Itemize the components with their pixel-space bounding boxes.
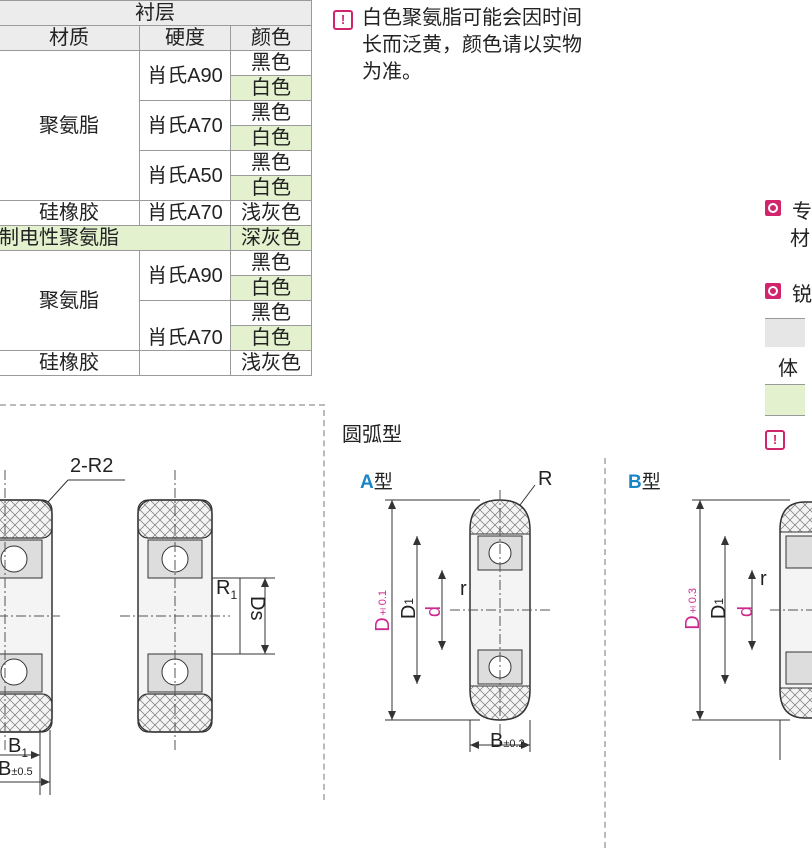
color-cell: 黑色 — [230, 250, 312, 276]
color-cell: 白色 — [230, 75, 312, 101]
dim-label-d1: D1 — [708, 598, 730, 620]
dim-label-r1: R1 — [216, 577, 238, 602]
color-cell: 黑色 — [230, 100, 312, 126]
dim-label-d: D±0.1 — [372, 590, 394, 632]
color-cell: 浅灰色 — [230, 200, 312, 226]
note-line: 为准。 — [362, 61, 422, 83]
dim-label-d: D±0.3 — [682, 588, 704, 630]
roller-section-right — [120, 470, 230, 750]
color-cell: 黑色 — [230, 150, 312, 176]
cut-text: 体 — [778, 358, 798, 380]
dim-label-r-small: r — [460, 578, 467, 600]
table-row: 制电性聚氨脂 深灰色 — [0, 225, 312, 251]
note-line: 白色聚氨脂可能会因时间 — [362, 7, 582, 29]
dim-label-d-small: d — [423, 606, 445, 618]
hardness-cell: 肖氏A90 — [139, 50, 231, 101]
color-cell: 浅灰色 — [230, 350, 312, 376]
color-cell: 黑色 — [230, 50, 312, 76]
hardness-cell — [139, 350, 231, 376]
type-a-roller-drawing — [385, 484, 550, 752]
table-group-header: 衬层 — [0, 0, 312, 26]
section-bullet-icon — [765, 283, 781, 299]
divider — [323, 410, 325, 800]
color-cell: 白色 — [230, 325, 312, 351]
table-row: 聚氨脂 肖氏A90 黑色 — [0, 250, 312, 351]
column-header-material: 材质 — [0, 25, 140, 51]
cut-table-row — [765, 384, 805, 416]
table-row: 白色 — [0, 125, 312, 151]
exclamation-icon: ! — [765, 430, 785, 450]
color-cell: 白色 — [230, 275, 312, 301]
dim-label-b: B±0.5 — [0, 758, 33, 780]
type-b-label: B型 — [628, 472, 661, 493]
material-cell: 硅橡胶 — [0, 350, 140, 376]
dim-label-b1: B1 — [8, 735, 29, 760]
hardness-cell: 肖氏A90 — [139, 250, 231, 301]
color-cell: 深灰色 — [230, 225, 312, 251]
material-cell: 制电性聚氨脂 — [0, 225, 231, 251]
hardness-cell: 肖氏A50 — [139, 150, 231, 201]
table-row: 硅橡胶 肖氏A70 浅灰色 — [0, 200, 312, 226]
column-header-color: 颜色 — [230, 25, 312, 51]
material-cell: 硅橡胶 — [0, 200, 140, 226]
hardness-cell: 肖氏A70 — [139, 200, 231, 226]
column-header-hardness: 硬度 — [139, 25, 231, 51]
dim-label-ds: Ds — [246, 596, 268, 621]
hardness-cell: 肖氏A70 — [139, 100, 231, 151]
hardness-cell: 肖氏A70 — [139, 300, 231, 351]
table-row: 硅橡胶 浅灰色 — [0, 350, 312, 376]
color-cell: 白色 — [230, 125, 312, 151]
cut-text: 锐 — [792, 284, 812, 306]
cut-text: 专 — [792, 201, 812, 223]
table-row: 肖氏A70 黑色 — [0, 100, 312, 151]
cut-text: 材 — [790, 228, 810, 250]
table-row: 白色 — [0, 175, 312, 201]
cut-table-header — [765, 318, 805, 347]
color-cell: 黑色 — [230, 300, 312, 326]
table-row: 聚氨脂 肖氏A90 黑色 — [0, 50, 312, 201]
roller-section-left — [0, 470, 60, 750]
table-row: 白色 — [0, 75, 312, 101]
dim-label-r-small: r — [760, 568, 767, 590]
table-row: 白色 — [0, 275, 312, 301]
lining-spec-table: 衬层 材质 硬度 颜色 聚氨脂 肖氏A90 黑色 白色 肖氏A70 黑色 白色 … — [0, 0, 312, 376]
type-a-label: A型 — [360, 472, 393, 493]
section-title: 圆弧型 — [342, 424, 402, 446]
table-row: 肖氏A70 黑色 — [0, 300, 312, 351]
flat-roller-drawing — [0, 470, 275, 795]
color-note: 白色聚氨脂可能会因时间 长而泛黄，颜色请以实物 为准。 — [362, 5, 582, 86]
dim-label-r: R — [538, 468, 553, 490]
exclamation-icon: ! — [333, 10, 353, 30]
dim-label-b-center: B±0.2 — [490, 730, 525, 752]
dim-label-d-small: d — [735, 606, 757, 618]
table-row: 白色 — [0, 325, 312, 351]
callout-label: 2-R2 — [70, 455, 114, 477]
section-bullet-icon — [765, 200, 781, 216]
color-cell: 白色 — [230, 175, 312, 201]
material-cell: 聚氨脂 — [0, 50, 140, 201]
material-cell: 聚氨脂 — [0, 250, 140, 351]
dim-label-d1: D1 — [398, 598, 420, 620]
divider — [0, 404, 325, 406]
divider — [604, 458, 606, 848]
type-b-roller-drawing — [692, 499, 812, 760]
note-line: 长而泛黄，颜色请以实物 — [362, 34, 582, 56]
